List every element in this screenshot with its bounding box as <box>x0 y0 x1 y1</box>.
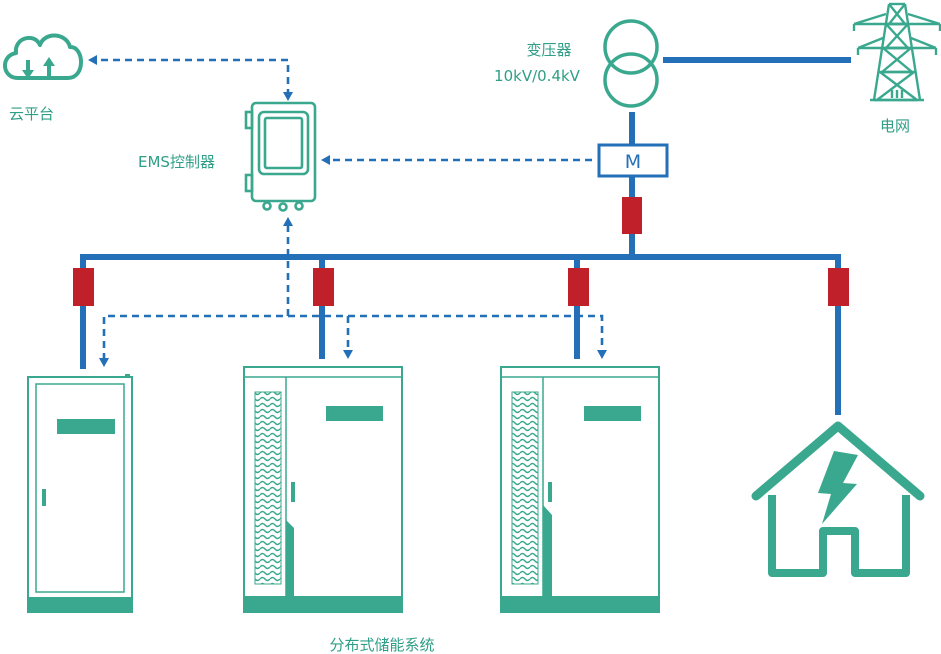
breaker-transformer <box>622 197 642 234</box>
arrow-cabinet-2 <box>343 350 353 359</box>
transformer-rating: 10kV/0.4kV <box>494 67 581 85</box>
power-tower-icon <box>852 2 941 102</box>
meter-label: M <box>625 151 641 173</box>
cabinet-1-display <box>57 419 115 434</box>
cloud-label: 云平台 <box>9 105 54 123</box>
lightning-icon <box>818 451 858 524</box>
cabinet-2-display <box>326 406 383 421</box>
power-lines <box>80 57 851 415</box>
cabinet-3-display <box>584 406 641 421</box>
house-load-icon <box>751 421 925 577</box>
ems-to-cloud <box>92 58 290 96</box>
cabinet-2-vent <box>254 391 282 585</box>
storage-cabinet-2 <box>243 366 403 613</box>
breaker-cabinet-1 <box>73 268 94 306</box>
transformer-name: 变压器 <box>526 41 571 59</box>
ems-controller-icon <box>244 101 317 212</box>
cloud-icon <box>3 33 83 80</box>
cabinet-2-handle <box>291 482 295 502</box>
meter-box <box>597 143 669 178</box>
breaker-load <box>828 268 849 306</box>
comm-bus <box>102 314 604 360</box>
breaker-cabinet-2 <box>313 268 334 306</box>
arrow-into-ems-top <box>283 92 293 101</box>
storage-cabinet-1 <box>27 374 133 613</box>
breaker-cabinet-3 <box>568 268 589 306</box>
ems-label: EMS控制器 <box>138 153 215 171</box>
comm-lines <box>92 58 604 360</box>
arrow-cabinet-3 <box>597 350 607 359</box>
cabinet-3-handle <box>548 482 552 502</box>
storage-system-label: 分布式储能系统 <box>329 636 434 654</box>
grid-label: 电网 <box>880 117 910 135</box>
arrow-meter-to-ems <box>321 155 330 165</box>
cabinet-3-vent <box>511 391 539 585</box>
breakers <box>73 197 849 306</box>
cabinet-1-handle <box>42 489 46 506</box>
transformer-icon <box>603 19 659 108</box>
comm-arrowheads <box>88 55 607 367</box>
arrow-cabinet-1 <box>99 358 109 367</box>
arrow-up-to-ems <box>283 217 293 226</box>
arrow-to-cloud <box>88 55 97 65</box>
storage-cabinet-3 <box>500 366 660 613</box>
